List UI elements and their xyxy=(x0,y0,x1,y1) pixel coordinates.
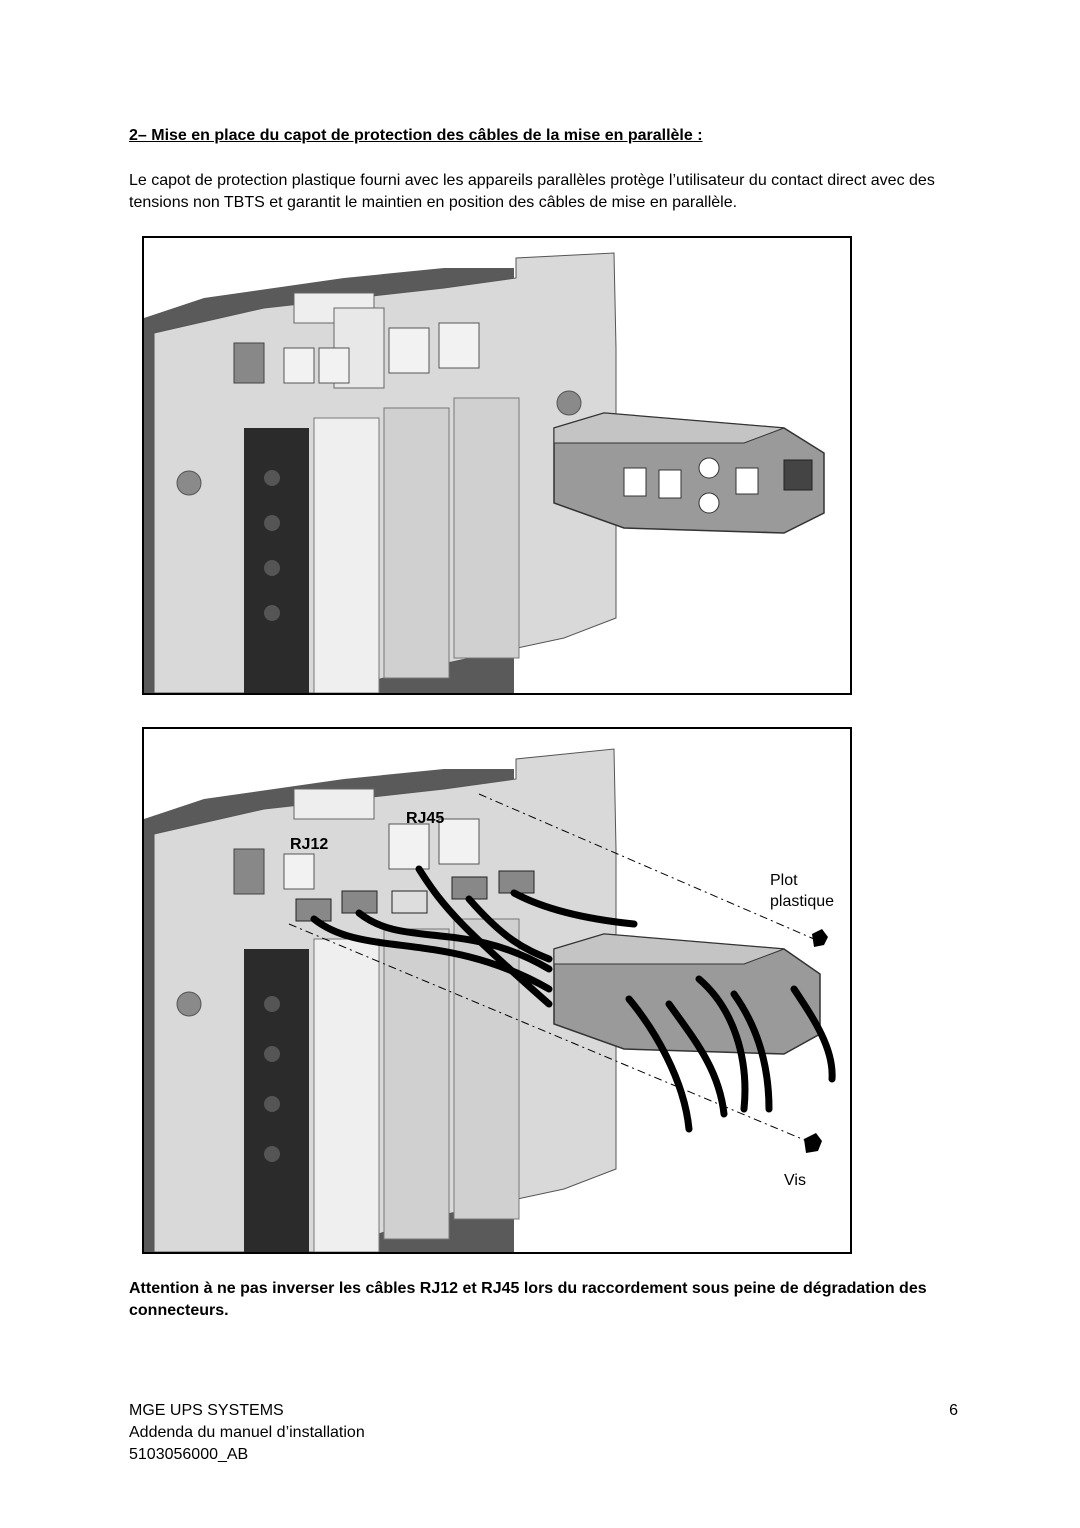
section-heading: 2– Mise en place du capot de protection … xyxy=(129,127,703,144)
label-rj45: RJ45 xyxy=(406,810,444,827)
figure-cover-exploded xyxy=(142,236,852,695)
figure-cover-mounted: RJ45 RJ12 Plot plastique Vis xyxy=(142,727,852,1254)
ups-panel-illustration xyxy=(144,238,850,693)
intro-paragraph: Le capot de protection plastique fourni … xyxy=(129,172,935,211)
footer-doc-ref: 5103056000_AB xyxy=(129,1446,249,1463)
label-plot-line1: Plot xyxy=(770,872,798,889)
label-plot-line2: plastique xyxy=(770,893,834,910)
label-rj12: RJ12 xyxy=(290,836,328,853)
page-number: 6 xyxy=(949,1402,958,1419)
ups-cable-illustration: RJ45 RJ12 Plot plastique Vis xyxy=(144,729,850,1252)
footer-company: MGE UPS SYSTEMS xyxy=(129,1402,284,1419)
warning-text: Attention à ne pas inverser les câbles R… xyxy=(129,1280,927,1319)
label-vis: Vis xyxy=(784,1172,806,1189)
footer-doc-title: Addenda du manuel d’installation xyxy=(129,1424,365,1441)
footer-info: MGE UPS SYSTEMS Addenda du manuel d’inst… xyxy=(129,1400,365,1466)
